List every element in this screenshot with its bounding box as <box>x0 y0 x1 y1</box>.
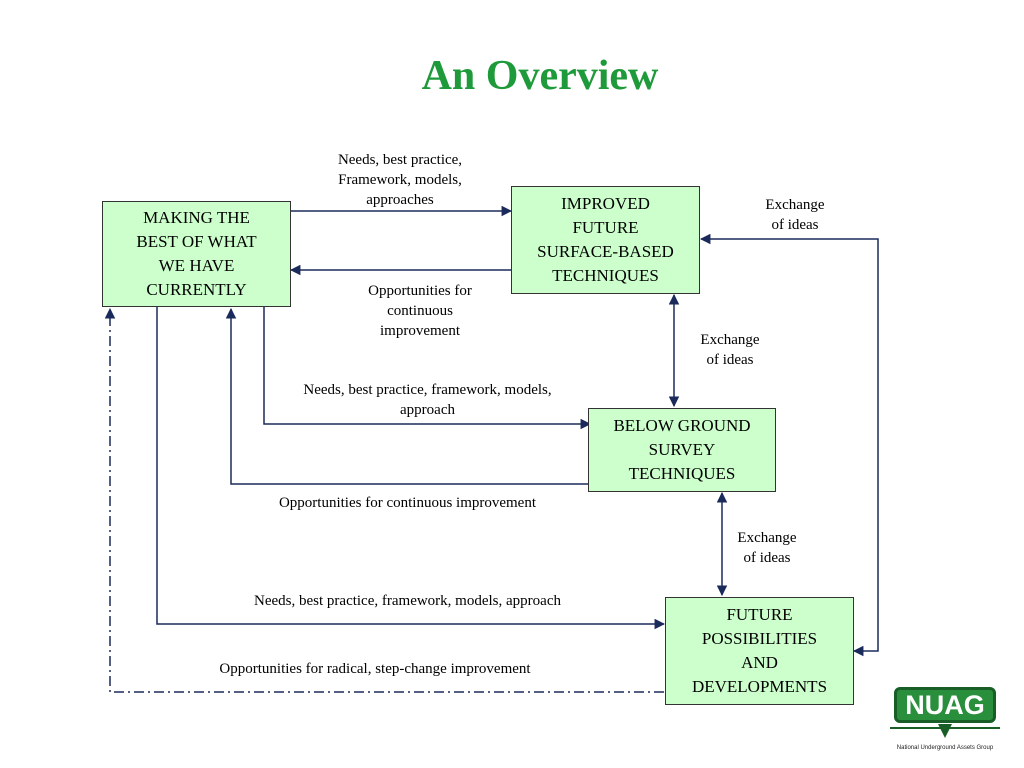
label-needs-middle: Needs, best practice, framework, models,… <box>303 382 552 418</box>
arrow-exchange-improved-future <box>699 233 879 657</box>
box-making-best-text: MAKING THE BEST OF WHAT WE HAVE CURRENTL… <box>136 208 257 299</box>
box-future-possibilities: FUTURE POSSIBILITIES AND DEVELOPMENTS <box>665 597 854 705</box>
arrow-below-to-making <box>225 307 588 485</box>
box-below-ground-text: BELOW GROUND SURVEY TECHNIQUES <box>613 416 751 483</box>
label-exchange-right: Exchange of ideas <box>765 197 825 233</box>
label-opportunities-bottom: Opportunities for radical, step-change i… <box>219 661 531 677</box>
arrow-future-to-making-dashed <box>104 307 664 693</box>
box-below-ground: BELOW GROUND SURVEY TECHNIQUES <box>588 408 776 492</box>
arrow-making-to-below <box>263 307 592 430</box>
label-exchange-middle: Exchange of ideas <box>700 332 760 368</box>
nuag-logo: NUAG National Underground Assets Group <box>886 682 1004 758</box>
label-needs-top: Needs, best practice, Framework, models,… <box>337 152 463 208</box>
logo-arrow-icon <box>890 724 1000 738</box>
box-improved-future-text: IMPROVED FUTURE SURFACE-BASED TECHNIQUES <box>537 194 674 285</box>
page-title: An Overview <box>421 53 659 99</box>
label-opportunities-middle: Opportunities for continuous improvement <box>278 495 537 511</box>
label-opportunities-top: Opportunities for continuous improvement <box>368 283 472 339</box>
box-future-possibilities-text: FUTURE POSSIBILITIES AND DEVELOPMENTS <box>691 605 828 696</box>
box-improved-future: IMPROVED FUTURE SURFACE-BASED TECHNIQUES <box>511 186 700 294</box>
label-exchange-lower: Exchange of ideas <box>737 530 797 566</box>
logo-wordmark: NUAG <box>894 687 996 723</box>
box-making-best: MAKING THE BEST OF WHAT WE HAVE CURRENTL… <box>102 201 291 307</box>
arrow-making-to-future <box>156 307 666 630</box>
logo-tagline: National Underground Assets Group <box>896 745 994 751</box>
label-needs-bottom: Needs, best practice, framework, models,… <box>254 593 561 609</box>
